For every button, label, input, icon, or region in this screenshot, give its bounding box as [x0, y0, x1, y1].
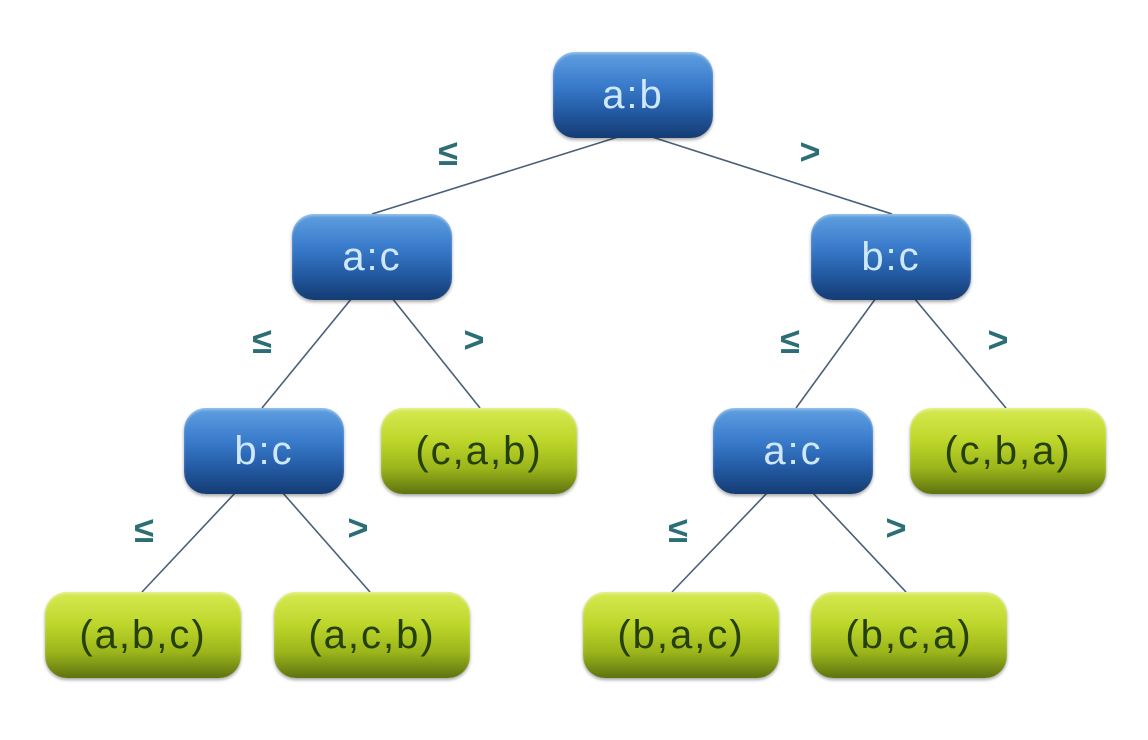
- edge-label-left-left: ≤: [252, 320, 272, 361]
- edge-rightleft-rlright: [811, 491, 907, 593]
- edge-rightleft-rlleft: [671, 491, 769, 593]
- edge-label-rightleft-right: >: [885, 507, 907, 548]
- leaf-left-right: (c,a,b): [381, 408, 577, 494]
- node-left: a:c: [292, 214, 452, 300]
- leaf-rl-left: (b,a,c): [583, 592, 779, 678]
- edge-right-rightright: [913, 297, 1007, 409]
- node-left-left: b:c: [184, 408, 344, 494]
- node-right-left: a:c: [713, 408, 873, 494]
- node-right: b:c: [811, 214, 971, 300]
- edge-root-left: [371, 136, 619, 215]
- edge-leftleft-llright: [281, 491, 371, 593]
- edge-label-right-right: >: [987, 319, 1009, 360]
- edge-label-rightleft-left: ≤: [668, 509, 688, 550]
- edge-left-leftleft: [261, 297, 353, 409]
- edge-label-root-right: >: [799, 131, 821, 172]
- leaf-ll-right: (a,c,b): [274, 592, 470, 678]
- leaf-rl-right: (b,c,a): [811, 592, 1007, 678]
- edge-label-leftleft-right: >: [347, 507, 369, 548]
- edge-label-right-left: ≤: [780, 320, 800, 361]
- edge-label-leftleft-left: ≤: [134, 509, 154, 550]
- leaf-right-right: (c,b,a): [910, 408, 1106, 494]
- edge-label-left-right: >: [463, 319, 485, 360]
- edge-root-right: [651, 136, 893, 215]
- edge-left-leftright: [391, 297, 481, 409]
- edge-right-rightleft: [795, 297, 877, 409]
- edge-leftleft-llleft: [141, 491, 237, 593]
- leaf-ll-left: (a,b,c): [45, 592, 241, 678]
- node-root: a:b: [553, 52, 713, 138]
- edge-label-root-left: ≤: [438, 132, 458, 173]
